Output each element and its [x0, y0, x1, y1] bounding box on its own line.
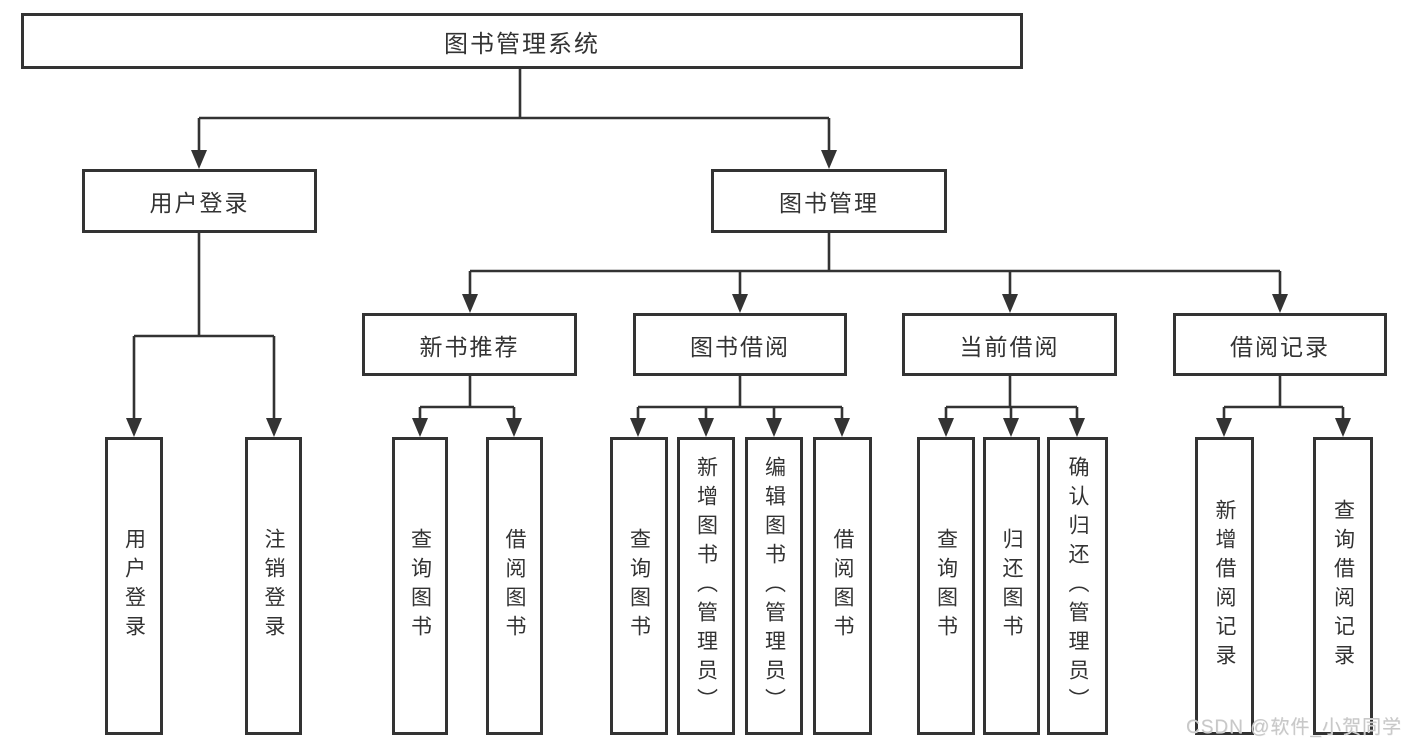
node-leaf-add-borrow-record: 新增借阅记录 — [1195, 437, 1254, 735]
node-label: 用户登录 — [122, 528, 146, 644]
csdn-watermark: CSDN @软件_小贺同学 — [1186, 717, 1402, 738]
node-leaf-edit-books-admin: 编辑图书（管理员） — [745, 437, 803, 735]
arrowhead — [506, 418, 522, 437]
node-book-borrowing: 图书借阅 — [633, 313, 847, 376]
node-leaf-query-books-3: 查询图书 — [917, 437, 975, 735]
node-label: 新书推荐 — [419, 333, 520, 360]
connector-user-login-children — [132, 233, 276, 421]
node-leaf-query-borrow-record: 查询借阅记录 — [1313, 437, 1373, 735]
node-label: 图书管理 — [779, 190, 879, 216]
node-leaf-query-books-2: 查询图书 — [610, 437, 668, 735]
node-leaf-confirm-return-admin: 确认归还（管理员） — [1047, 437, 1108, 735]
node-label: 图书管理系统 — [444, 30, 600, 58]
arrowhead — [1003, 418, 1019, 437]
node-label: 编辑图书（管理员） — [762, 455, 786, 717]
arrowhead — [1216, 418, 1232, 437]
node-book-management-module: 图书管理 — [711, 169, 947, 233]
connector-book-borrow-children — [636, 376, 844, 421]
node-label: 查询借阅记录 — [1331, 499, 1355, 673]
node-leaf-logout: 注销登录 — [245, 437, 302, 735]
node-leaf-borrow-books-1: 借阅图书 — [486, 437, 543, 735]
node-label: 借阅记录 — [1230, 333, 1330, 360]
arrowhead — [462, 294, 478, 313]
connector-book-mgmt-children — [468, 233, 1282, 297]
node-label: 归还图书 — [1000, 528, 1023, 644]
node-user-login-module: 用户登录 — [82, 169, 317, 233]
arrowhead — [766, 418, 782, 437]
node-label: 查询图书 — [408, 528, 432, 644]
node-root-system: 图书管理系统 — [21, 13, 1023, 69]
arrowhead — [126, 418, 142, 437]
node-label: 确认归还（管理员） — [1066, 455, 1089, 717]
arrowhead — [821, 150, 837, 169]
node-leaf-return-books: 归还图书 — [983, 437, 1040, 735]
arrowhead — [191, 150, 207, 169]
arrowhead — [1272, 294, 1288, 313]
arrowhead — [698, 418, 714, 437]
connector-borrow-records-children — [1222, 376, 1345, 421]
node-borrowing-records: 借阅记录 — [1173, 313, 1387, 376]
arrowhead — [266, 418, 282, 437]
node-label: 查询图书 — [627, 528, 651, 644]
node-label: 查询图书 — [934, 528, 958, 644]
node-label: 用户登录 — [149, 190, 250, 216]
arrowhead — [834, 418, 850, 437]
node-label: 借阅图书 — [503, 528, 526, 644]
arrowhead — [732, 294, 748, 313]
node-label: 当前借阅 — [959, 333, 1060, 360]
arrowhead — [1335, 418, 1351, 437]
arrowhead — [938, 418, 954, 437]
arrowhead — [1002, 294, 1018, 313]
node-leaf-user-login: 用户登录 — [105, 437, 163, 735]
node-label: 新增借阅记录 — [1213, 499, 1236, 673]
connector-new-book-children — [418, 376, 516, 421]
node-label: 新增图书（管理员） — [694, 455, 718, 717]
node-current-borrowing: 当前借阅 — [902, 313, 1117, 376]
node-leaf-query-books-1: 查询图书 — [392, 437, 448, 735]
node-new-book-recommend: 新书推荐 — [362, 313, 577, 376]
connector-current-borrow-children — [944, 376, 1079, 421]
node-label: 借阅图书 — [831, 528, 854, 644]
node-label: 图书借阅 — [690, 333, 790, 360]
node-leaf-borrow-books-2: 借阅图书 — [813, 437, 872, 735]
arrowhead — [412, 418, 428, 437]
node-leaf-add-books-admin: 新增图书（管理员） — [677, 437, 735, 735]
arrowhead — [1069, 418, 1085, 437]
node-label: 注销登录 — [262, 528, 285, 644]
arrowhead — [630, 418, 646, 437]
connector-root-to-level2 — [197, 69, 831, 153]
